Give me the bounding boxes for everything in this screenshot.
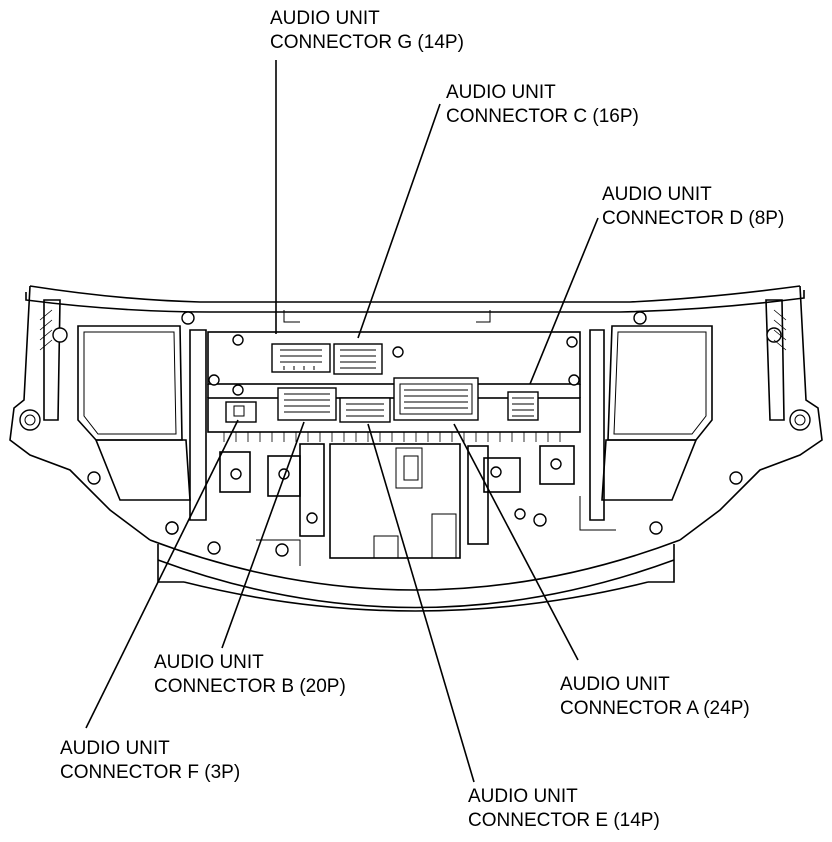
right-bracket	[589, 299, 811, 535]
leader-d	[529, 217, 599, 385]
audio-unit-chassis	[165, 310, 616, 566]
callout-a: AUDIO UNIT CONNECTOR A (24P)	[560, 674, 750, 719]
svg-text:CONNECTOR D (8P): CONNECTOR D (8P)	[602, 208, 784, 229]
connector-g	[271, 343, 331, 373]
leader-f	[85, 419, 239, 729]
callout-d: AUDIO UNIT CONNECTOR D (8P)	[602, 184, 784, 229]
svg-text:CONNECTOR G (14P): CONNECTOR G (14P)	[270, 32, 464, 53]
left-bracket	[19, 299, 207, 535]
leader-b	[221, 421, 305, 649]
connector-f	[225, 401, 257, 423]
audio-unit-housing	[9, 285, 823, 612]
svg-text:AUDIO UNIT: AUDIO UNIT	[468, 786, 578, 807]
connector-b	[277, 387, 337, 421]
leader-c	[357, 103, 441, 339]
svg-text:AUDIO UNIT: AUDIO UNIT	[602, 184, 712, 205]
callout-e: AUDIO UNIT CONNECTOR E (14P)	[468, 786, 660, 831]
connector-e	[339, 397, 391, 423]
svg-text:AUDIO UNIT: AUDIO UNIT	[154, 652, 264, 673]
leader-e	[367, 423, 475, 783]
svg-text:CONNECTOR B (20P): CONNECTOR B (20P)	[154, 676, 346, 697]
callout-g: AUDIO UNIT CONNECTOR G (14P)	[270, 8, 464, 53]
callout-b: AUDIO UNIT CONNECTOR B (20P)	[154, 652, 346, 697]
svg-text:AUDIO UNIT: AUDIO UNIT	[446, 82, 556, 103]
svg-text:CONNECTOR C (16P): CONNECTOR C (16P)	[446, 106, 639, 127]
svg-text:AUDIO UNIT: AUDIO UNIT	[560, 674, 670, 695]
svg-text:CONNECTOR F (3P): CONNECTOR F (3P)	[60, 762, 240, 783]
callout-f: AUDIO UNIT CONNECTOR F (3P)	[60, 738, 240, 783]
connector-d	[507, 391, 539, 421]
svg-text:CONNECTOR A (24P): CONNECTOR A (24P)	[560, 698, 750, 719]
callout-c: AUDIO UNIT CONNECTOR C (16P)	[446, 82, 639, 127]
svg-text:AUDIO UNIT: AUDIO UNIT	[270, 8, 380, 29]
connector-a	[393, 377, 479, 421]
svg-text:CONNECTOR E (14P): CONNECTOR E (14P)	[468, 810, 660, 831]
leader-a	[453, 423, 579, 661]
svg-text:AUDIO UNIT: AUDIO UNIT	[60, 738, 170, 759]
connector-c	[333, 343, 383, 375]
leader-lines	[85, 60, 599, 783]
